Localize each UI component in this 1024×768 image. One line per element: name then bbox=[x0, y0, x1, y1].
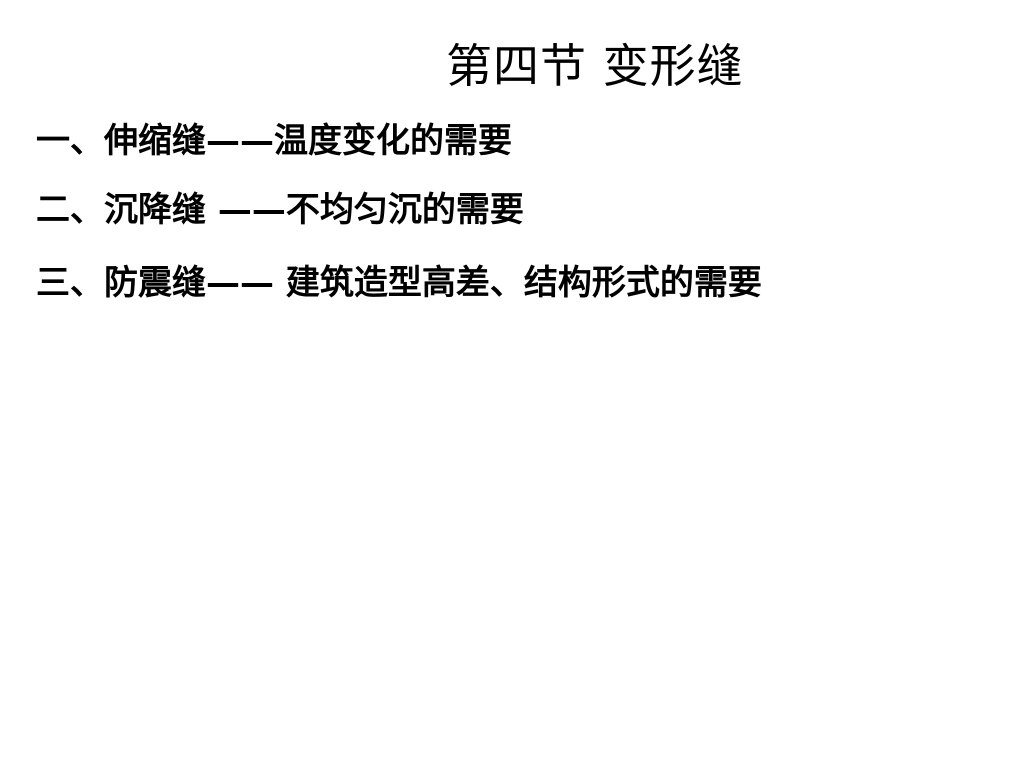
list-item-seismic-joint: 三、防震缝—— 建筑造型高差、结构形式的需要 bbox=[36, 263, 762, 303]
list-item-settlement-joint: 二、沉降缝 ——不均匀沉的需要 bbox=[36, 190, 524, 230]
list-item-expansion-joint: 一、伸缩缝——温度变化的需要 bbox=[36, 121, 512, 161]
slide-title: 第四节 变形缝 bbox=[446, 39, 744, 93]
